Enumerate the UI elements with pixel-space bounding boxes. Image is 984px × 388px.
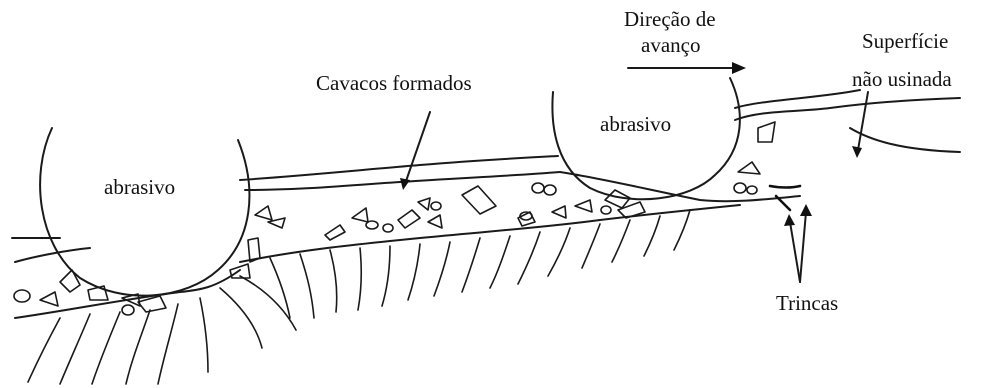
crack-mark xyxy=(770,186,800,188)
cracks-arrowhead-up xyxy=(784,214,795,226)
chip xyxy=(40,292,58,306)
chip-oval xyxy=(14,290,30,302)
cracks-arrowhead-up-2 xyxy=(800,204,812,216)
cracks-arrow-line-2 xyxy=(800,212,806,282)
chip-layer-left-top xyxy=(15,248,90,262)
workpiece-right-edge xyxy=(850,128,960,152)
chip-oval xyxy=(734,183,746,193)
chip xyxy=(60,270,80,292)
chip xyxy=(352,208,368,222)
chip-oval xyxy=(383,224,393,232)
chip-oval xyxy=(431,202,441,210)
label-abrasive-left: abrasivo xyxy=(104,175,175,199)
chips-leader-arrowhead xyxy=(400,178,410,190)
label-unmachined-surface-1: Superfície xyxy=(862,29,948,53)
chip xyxy=(552,206,566,218)
chip xyxy=(418,198,430,210)
chips-leader-line xyxy=(405,112,430,184)
label-feed-direction-1: Direção de xyxy=(624,7,716,31)
chip xyxy=(398,210,420,228)
chips-group xyxy=(14,122,775,315)
abrasive-grain-right xyxy=(552,78,739,199)
chip-oval xyxy=(544,185,556,195)
label-unmachined-surface-2: não usinada xyxy=(852,67,952,91)
chip xyxy=(758,122,775,142)
chip xyxy=(428,215,442,228)
chip-oval xyxy=(532,183,544,193)
cracks-arrow-line xyxy=(790,222,800,282)
chip xyxy=(738,162,760,174)
chip-under-right-grain xyxy=(560,172,800,201)
chip-layer-bottom xyxy=(240,205,740,262)
chip xyxy=(575,200,592,212)
workpiece-top-right xyxy=(735,90,860,108)
chip xyxy=(88,286,108,300)
chip-oval xyxy=(601,206,611,214)
chip xyxy=(255,206,272,220)
unmachined-surface-leader xyxy=(858,92,868,150)
chip-oval xyxy=(366,221,378,229)
feed-direction-arrowhead xyxy=(732,62,746,74)
chip xyxy=(462,186,496,214)
unmachined-surface-arrowhead xyxy=(852,146,862,158)
label-cracks: Trincas xyxy=(776,291,838,315)
label-feed-direction-2: avanço xyxy=(641,33,700,57)
label-abrasive-right: abrasivo xyxy=(600,112,671,136)
chip xyxy=(325,225,345,240)
chip-oval xyxy=(747,186,757,194)
chip-oval xyxy=(122,305,134,315)
label-chips-formed: Cavacos formados xyxy=(316,71,472,95)
